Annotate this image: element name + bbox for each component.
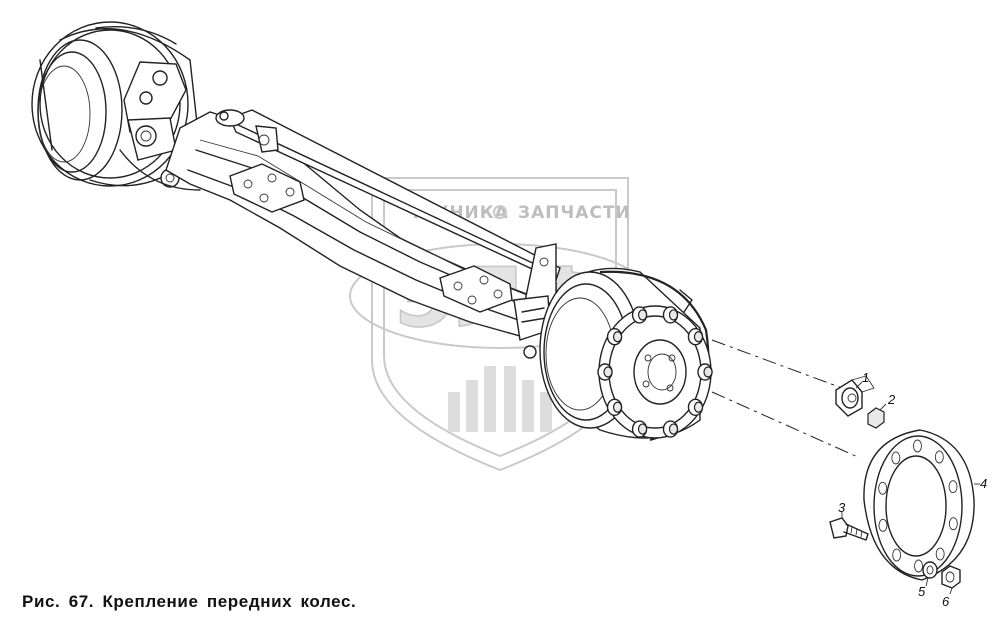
part-2-nut bbox=[867, 407, 885, 429]
part-5-washer bbox=[922, 561, 938, 579]
callout-3: 3 bbox=[838, 500, 846, 515]
wheel-disc-hole bbox=[914, 559, 923, 573]
wheel-studs bbox=[597, 306, 713, 438]
left-brake-drum bbox=[31, 21, 201, 191]
wheel-disc-hole bbox=[878, 518, 888, 532]
callout-5: 5 bbox=[918, 584, 926, 599]
part-1-inner-nut bbox=[835, 375, 875, 417]
wheel-stud bbox=[597, 363, 613, 381]
wheel-disc-hole bbox=[935, 547, 945, 561]
wheel-stud bbox=[697, 363, 713, 381]
wheel-disc-hole bbox=[948, 480, 958, 494]
tie-rod bbox=[215, 109, 561, 281]
wheel-stud bbox=[662, 420, 679, 438]
wheel-disc-holes bbox=[878, 439, 958, 573]
gear-icon bbox=[493, 205, 507, 219]
part-4-wheel-disc bbox=[863, 429, 975, 581]
callouts: 1 2 3 4 5 6 bbox=[838, 370, 987, 609]
callout-2: 2 bbox=[887, 392, 896, 407]
wheel-stud bbox=[687, 328, 704, 346]
callout-4: 4 bbox=[980, 476, 987, 491]
wheel-stud bbox=[631, 306, 648, 324]
wheel-disc-hole bbox=[948, 517, 958, 531]
wheel-stud bbox=[606, 328, 623, 346]
wheel-disc-hole bbox=[891, 451, 901, 465]
front-axle-beam bbox=[165, 111, 549, 337]
wheel-disc-hole bbox=[878, 481, 888, 495]
right-brake-drum bbox=[539, 267, 713, 442]
wheel-stud bbox=[631, 420, 648, 438]
wheel-stud bbox=[606, 398, 623, 416]
right-knuckle-bracket bbox=[513, 243, 693, 359]
figure-caption: Рис. 67. Крепление передних колес. bbox=[22, 592, 357, 611]
assembly-centerlines bbox=[711, 339, 861, 459]
wheel-disc-hole bbox=[913, 439, 922, 453]
part-3-stud bbox=[829, 517, 869, 541]
wheel-disc-hole bbox=[934, 450, 944, 464]
wheel-stud bbox=[662, 306, 679, 324]
callout-1: 1 bbox=[862, 370, 869, 385]
callout-6: 6 bbox=[942, 594, 950, 609]
wheel-stud bbox=[687, 398, 704, 416]
watermark-text-right: ЗАПЧАСТИ bbox=[518, 203, 631, 223]
part-6-wheel-nut bbox=[941, 565, 961, 589]
wheel-disc-hole bbox=[892, 548, 902, 562]
